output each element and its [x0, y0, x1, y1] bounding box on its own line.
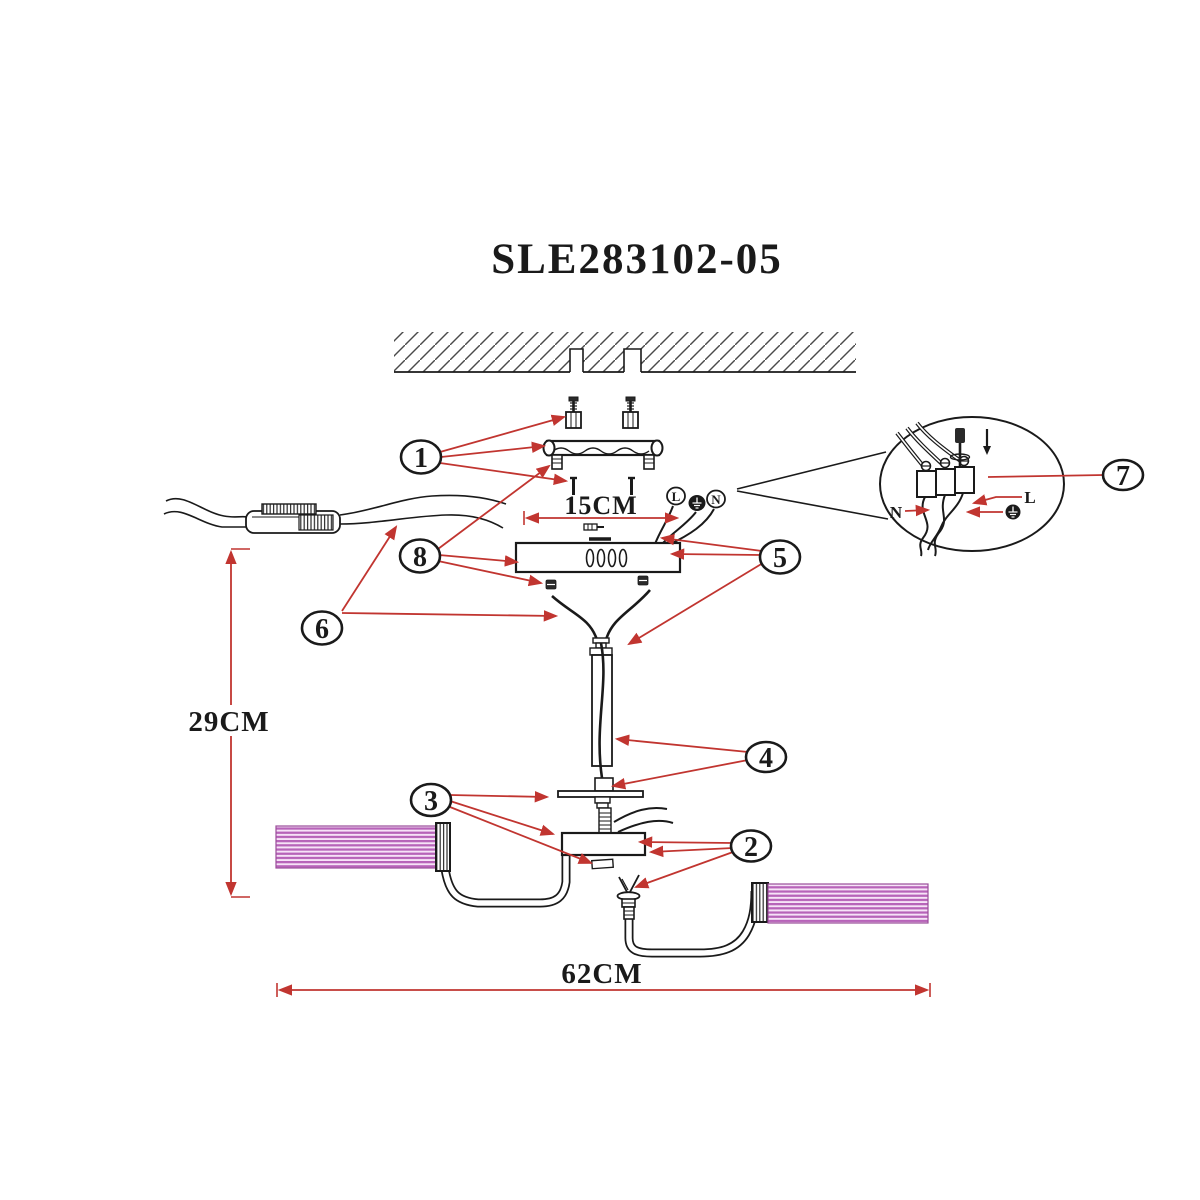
- canopy-slots: [585, 548, 628, 568]
- ceiling-hole-right: [623, 348, 642, 372]
- callout-2: 2: [729, 829, 773, 863]
- callout-7-number: 7: [1116, 461, 1130, 492]
- right-arm: [624, 890, 760, 958]
- dim-29cm-label: 29CM: [188, 706, 269, 738]
- inline-connector-side-view: [163, 494, 507, 534]
- dim-29cm: 29CM: [186, 548, 272, 898]
- product-code-title: SLE283102-05: [491, 236, 783, 283]
- neutral-symbol: [706, 489, 726, 509]
- shade-collar-left: [435, 822, 451, 872]
- ceiling-hatch: [394, 332, 856, 373]
- mounting-screw-left: [570, 476, 577, 495]
- detail-live-label: L: [1024, 488, 1035, 507]
- supply-wire-symbols: L N: [654, 486, 726, 546]
- callout-3-number: 3: [424, 786, 438, 817]
- hub-body: [560, 831, 647, 857]
- canopy-wire-right: [604, 589, 651, 641]
- callout-5-number: 5: [773, 543, 787, 574]
- dim-15cm: 15CM: [523, 491, 680, 525]
- left-shade: [275, 822, 451, 872]
- canopy-screw-left: [545, 579, 557, 590]
- bracket-post-right: [643, 454, 655, 470]
- callout-1-number: 1: [414, 443, 428, 474]
- canopy: [514, 523, 682, 590]
- callout-1: 1: [399, 439, 443, 475]
- cross-bar: [557, 790, 644, 798]
- hub-assembly: [557, 790, 674, 870]
- leader-lines: [341, 414, 1105, 889]
- callout-4-number: 4: [759, 743, 773, 774]
- neutral-symbol-label: N: [711, 492, 721, 507]
- shade-collar-right: [751, 882, 769, 923]
- right-shade: [751, 882, 929, 924]
- stem-cable: [598, 642, 605, 779]
- callout-6: 6: [300, 610, 344, 646]
- dim-15cm-label: 15CM: [564, 491, 637, 520]
- live-symbol: [666, 486, 686, 506]
- hub-wires: [613, 807, 674, 833]
- terminal-block: [916, 455, 975, 498]
- dim-62cm-label: 62CM: [561, 958, 642, 990]
- callout-2-number: 2: [744, 832, 758, 863]
- callout-5: 5: [758, 539, 802, 575]
- detail-ground-icon: [1005, 504, 1021, 520]
- ceiling-hole-left: [569, 348, 584, 372]
- lamp-socket: [616, 874, 641, 920]
- wall-anchor-right: [622, 396, 639, 429]
- live-symbol-label: L: [672, 489, 681, 504]
- stem-assembly: [551, 589, 651, 792]
- canopy-wire-left: [551, 595, 599, 641]
- mounting-bracket: [542, 439, 664, 470]
- callout-8-number: 8: [413, 542, 427, 573]
- callout-7: 7: [1101, 458, 1145, 492]
- canopy-screw-right: [637, 575, 649, 586]
- callout-3: 3: [409, 782, 453, 818]
- callout-6-number: 6: [315, 614, 329, 645]
- stem-nut: [594, 777, 614, 792]
- ground-symbol: [688, 495, 706, 511]
- down-arrow-icon: [983, 429, 991, 455]
- threaded-nipple: [598, 807, 612, 835]
- left-arm: [440, 855, 571, 908]
- mounting-screw-right: [628, 476, 635, 495]
- detail-balloon: L N: [736, 416, 1065, 557]
- canopy-set-screw: [583, 523, 604, 531]
- dim-62cm: 62CM: [276, 958, 931, 997]
- hub-tab: [590, 858, 614, 870]
- bracket-post-left: [551, 454, 563, 470]
- callout-8: 8: [398, 538, 442, 574]
- detail-neutral-label: N: [890, 503, 903, 522]
- callout-4: 4: [744, 740, 788, 774]
- wall-anchor-left: [565, 396, 582, 429]
- screwdriver-icon: [949, 428, 971, 467]
- supply-wires: [654, 505, 715, 546]
